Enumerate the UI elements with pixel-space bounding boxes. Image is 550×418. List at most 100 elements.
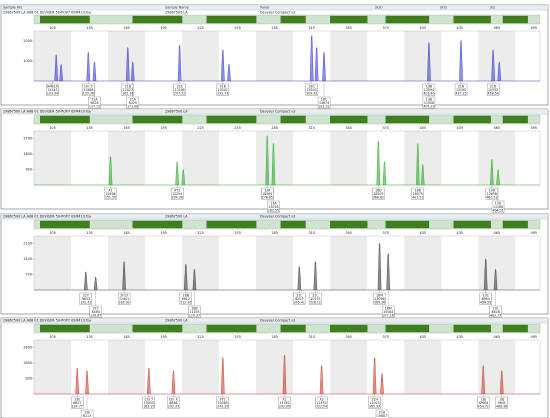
marker-bin[interactable]: [385, 220, 430, 229]
marker-bin[interactable]: [132, 220, 183, 229]
marker-bin[interactable]: [385, 324, 430, 333]
peak[interactable]: [490, 158, 494, 186]
peak[interactable]: [93, 276, 98, 291]
marker-bin[interactable]: [502, 15, 528, 24]
marker-bin[interactable]: [206, 324, 257, 333]
marker-bin[interactable]: [502, 115, 528, 124]
peak[interactable]: [420, 163, 425, 186]
peak[interactable]: [483, 258, 488, 291]
peak[interactable]: [427, 41, 431, 82]
peak[interactable]: [86, 51, 91, 82]
marker-bin[interactable]: [132, 15, 183, 24]
marker-bin[interactable]: [330, 324, 368, 333]
peak[interactable]: [314, 46, 319, 82]
peak[interactable]: [297, 265, 302, 291]
peak[interactable]: [282, 354, 287, 395]
peak[interactable]: [108, 155, 113, 186]
marker-bin[interactable]: [132, 324, 183, 333]
peak[interactable]: [265, 134, 270, 186]
marker-bin[interactable]: [206, 220, 257, 229]
peak[interactable]: [459, 39, 463, 82]
peak[interactable]: [416, 142, 420, 186]
peak[interactable]: [192, 268, 197, 291]
peak[interactable]: [377, 242, 382, 291]
marker-bin[interactable]: [40, 324, 90, 333]
marker-bin[interactable]: [280, 115, 306, 124]
peak[interactable]: [75, 367, 79, 395]
peak[interactable]: [221, 356, 225, 395]
peak[interactable]: [175, 160, 179, 186]
marker-bin[interactable]: [206, 15, 257, 24]
peak[interactable]: [184, 263, 188, 291]
peak[interactable]: [493, 268, 498, 291]
peak[interactable]: [92, 61, 97, 82]
marker-bin[interactable]: [40, 15, 90, 24]
marker-bin[interactable]: [206, 115, 257, 124]
peak[interactable]: [313, 260, 318, 291]
marker-bin[interactable]: [453, 115, 491, 124]
peak[interactable]: [319, 364, 324, 395]
peak[interactable]: [146, 367, 151, 395]
peak[interactable]: [309, 34, 314, 82]
peak[interactable]: [122, 260, 126, 291]
peak[interactable]: [181, 168, 186, 186]
peak[interactable]: [130, 61, 135, 82]
peak[interactable]: [171, 369, 176, 395]
marker-bin[interactable]: [280, 324, 306, 333]
peak[interactable]: [372, 356, 377, 395]
peak[interactable]: [386, 252, 390, 291]
marker-bin[interactable]: [502, 324, 528, 333]
peak[interactable]: [54, 53, 59, 82]
marker-bin[interactable]: [132, 115, 183, 124]
peak[interactable]: [496, 168, 500, 186]
peak[interactable]: [481, 364, 486, 395]
peak[interactable]: [59, 63, 63, 82]
peak[interactable]: [271, 142, 276, 186]
marker-bin[interactable]: [280, 220, 306, 229]
peak[interactable]: [382, 160, 387, 186]
marker-bin[interactable]: [330, 220, 368, 229]
marker-bin[interactable]: [502, 220, 528, 229]
peak[interactable]: [125, 46, 130, 82]
marker-bin[interactable]: [40, 115, 90, 124]
peak[interactable]: [376, 140, 381, 186]
marker-bin[interactable]: [330, 115, 368, 124]
marker-bin[interactable]: [280, 15, 306, 24]
peak[interactable]: [177, 44, 182, 82]
marker-bin[interactable]: [40, 220, 90, 229]
peak[interactable]: [499, 369, 504, 395]
